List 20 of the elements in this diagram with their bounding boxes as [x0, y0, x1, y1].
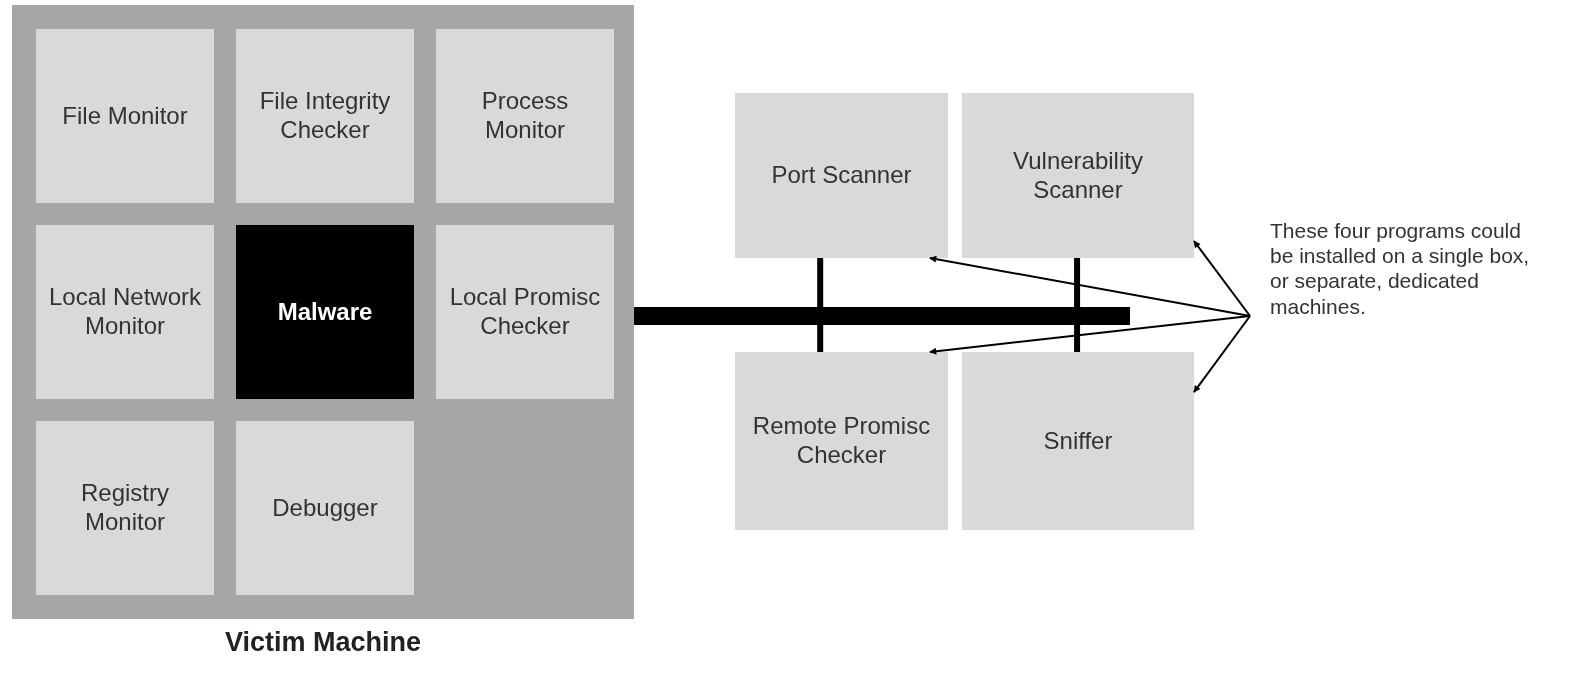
component-box: Port Scanner [735, 93, 948, 258]
connector-line [817, 258, 824, 352]
connector-line [634, 307, 1130, 325]
component-box: Sniffer [962, 352, 1194, 530]
component-box: Process Monitor [436, 29, 614, 203]
component-box: File Integrity Checker [236, 29, 414, 203]
component-box: Local Promisc Checker [436, 225, 614, 399]
component-box: Local Network Monitor [36, 225, 214, 399]
component-box: Registry Monitor [36, 421, 214, 595]
note-text: These four programs could be installed on a single box, or separate, dedicated machines. [1250, 218, 1540, 418]
arrow [1193, 240, 1251, 317]
highlighted-box: Malware [236, 225, 414, 399]
component-box: File Monitor [36, 29, 214, 203]
component-box: Vulnerability Scanner [962, 93, 1194, 258]
connector-line [1074, 258, 1081, 352]
arrow [1193, 315, 1251, 394]
component-box: Debugger [236, 421, 414, 595]
arrow [928, 315, 1251, 355]
component-box: Remote Promisc Checker [735, 352, 948, 530]
panel-title: Victim Machine [223, 627, 423, 658]
